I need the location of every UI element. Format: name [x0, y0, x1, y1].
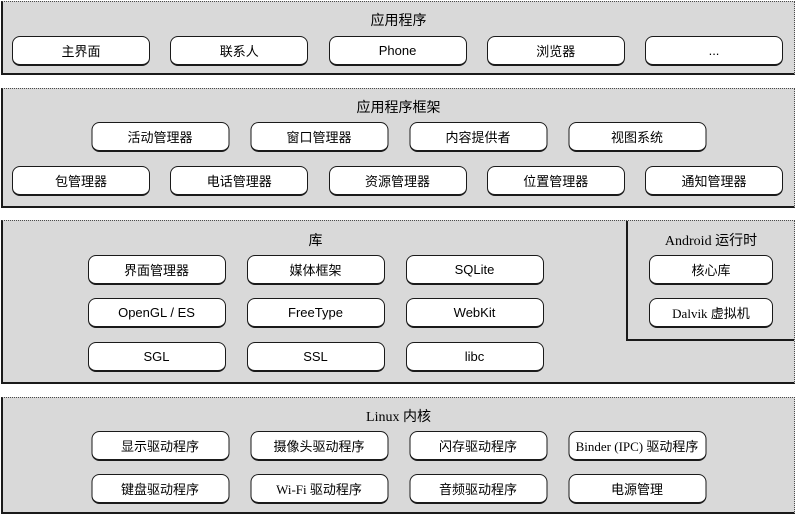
box-sgl: SGL	[87, 342, 226, 372]
framework-row-1: 活动管理器 窗口管理器 内容提供者 视图系统	[91, 122, 706, 152]
section-framework: 应用程序框架 活动管理器 窗口管理器 内容提供者 视图系统 包管理器 电话管理器…	[1, 88, 795, 208]
box-opengl-es: OpenGL / ES	[87, 298, 226, 328]
box-sqlite: SQLite	[405, 255, 544, 285]
applications-row: 主界面 联系人 Phone 浏览器 ...	[12, 36, 783, 66]
libraries-title: 库	[308, 234, 323, 249]
box-notification-manager: 通知管理器	[645, 166, 783, 196]
section-android-runtime: Android 运行时 核心库 Dalvik 虚拟机	[626, 221, 794, 341]
box-keypad-driver: 键盘驱动程序	[91, 474, 229, 504]
box-window-manager: 窗口管理器	[250, 122, 388, 152]
box-display-driver: 显示驱动程序	[91, 431, 229, 461]
box-wifi-driver: Wi-Fi 驱动程序	[250, 474, 388, 504]
framework-row-2: 包管理器 电话管理器 资源管理器 位置管理器 通知管理器	[12, 166, 783, 196]
libraries-row-2: OpenGL / ES FreeType WebKit	[87, 298, 544, 328]
framework-title: 应用程序框架	[356, 101, 441, 116]
section-linux-kernel: Linux 内核 显示驱动程序 摄像头驱动程序 闪存驱动程序 Binder (I…	[1, 397, 795, 514]
box-audio-driver: 音频驱动程序	[409, 474, 547, 504]
section-libraries: 库 界面管理器 媒体框架 SQLite OpenGL / ES FreeType…	[1, 220, 795, 384]
box-dalvik-vm: Dalvik 虚拟机	[649, 298, 773, 328]
runtime-row-2: Dalvik 虚拟机	[649, 298, 773, 328]
box-libc: libc	[405, 342, 544, 372]
box-home-screen: 主界面	[12, 36, 150, 66]
box-binder-ipc-driver: Binder (IPC) 驱动程序	[568, 431, 706, 461]
box-content-providers: 内容提供者	[409, 122, 547, 152]
libraries-row-3: SGL SSL libc	[87, 342, 544, 372]
box-browser: 浏览器	[486, 36, 625, 66]
box-freetype: FreeType	[246, 298, 385, 328]
section-applications: 应用程序 主界面 联系人 Phone 浏览器 ...	[1, 1, 795, 75]
libraries-row-1: 界面管理器 媒体框架 SQLite	[87, 255, 544, 285]
runtime-title: Android 运行时	[664, 234, 758, 249]
box-view-system: 视图系统	[568, 122, 706, 152]
box-ellipsis: ...	[645, 36, 783, 66]
box-location-manager: 位置管理器	[486, 166, 625, 196]
box-flash-driver: 闪存驱动程序	[409, 431, 547, 461]
box-package-manager: 包管理器	[12, 166, 150, 196]
kernel-row-1: 显示驱动程序 摄像头驱动程序 闪存驱动程序 Binder (IPC) 驱动程序	[91, 431, 706, 461]
box-core-libraries: 核心库	[649, 255, 773, 285]
box-resource-manager: 资源管理器	[328, 166, 467, 196]
box-telephony-manager: 电话管理器	[170, 166, 309, 196]
box-power-management: 电源管理	[568, 474, 706, 504]
box-contacts: 联系人	[170, 36, 309, 66]
box-phone: Phone	[328, 36, 467, 66]
kernel-row-2: 键盘驱动程序 Wi-Fi 驱动程序 音频驱动程序 电源管理	[91, 474, 706, 504]
box-camera-driver: 摄像头驱动程序	[250, 431, 388, 461]
box-activity-manager: 活动管理器	[91, 122, 229, 152]
kernel-title: Linux 内核	[366, 410, 431, 425]
box-media-framework: 媒体框架	[246, 255, 385, 285]
applications-title: 应用程序	[370, 14, 427, 29]
box-ssl: SSL	[246, 342, 385, 372]
box-webkit: WebKit	[405, 298, 544, 328]
libraries-area: 库 界面管理器 媒体框架 SQLite OpenGL / ES FreeType…	[3, 221, 628, 383]
runtime-row-1: 核心库	[649, 255, 773, 285]
box-surface-manager: 界面管理器	[87, 255, 226, 285]
